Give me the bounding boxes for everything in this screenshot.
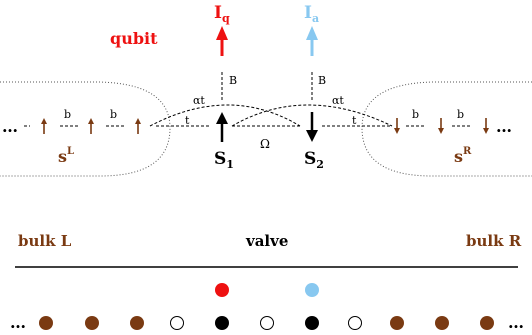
bulk-right-label: bulk R [466, 232, 522, 250]
sR-sup: R [463, 146, 472, 157]
Ia-label: Ia [304, 3, 319, 25]
sR-main: s [454, 147, 463, 166]
alpha-t-label-right: αt [332, 94, 344, 107]
spin-down-arrow-icon [394, 118, 400, 134]
qubit-label: qubit [110, 29, 158, 48]
chain-site-empty [260, 316, 274, 330]
chain-site-bulk [480, 316, 494, 330]
bulk-left-label: bulk L [18, 232, 72, 250]
valve-label: valve [245, 232, 288, 250]
ancilla-marker [305, 283, 319, 297]
chain-site-bulk [39, 316, 53, 330]
t-label-left: t [185, 114, 190, 127]
chain-ellipsis-left: … [10, 313, 26, 332]
chain-site-bulk [390, 316, 404, 330]
Iq-label: Iq [214, 3, 230, 25]
spin-up-arrow-icon [135, 118, 141, 134]
t-label-right: t [352, 114, 357, 127]
S1-label: S1 [214, 149, 234, 171]
S2-down-arrow-icon [306, 112, 318, 142]
Iq-sub: q [222, 12, 230, 25]
top-ellipsis-right: … [496, 117, 512, 136]
top-ellipsis-left: … [2, 117, 18, 136]
S1-main: S [214, 149, 226, 169]
chain-ellipsis-right: … [508, 313, 524, 332]
S2-sub: 2 [316, 158, 324, 171]
alpha-t-arc-right [231, 104, 393, 127]
spin-up-arrow-icon [88, 118, 94, 134]
b-label-left-1: b [64, 108, 71, 121]
chain-site-bulk [435, 316, 449, 330]
alpha-t-label-left: αt [193, 94, 205, 107]
omega-label: Ω [260, 137, 270, 151]
b-label-right-1: b [412, 108, 419, 121]
S2-main: S [304, 149, 316, 169]
b-label-right-2: b [457, 108, 464, 121]
Ia-main: I [304, 3, 312, 23]
qubit-marker [215, 283, 229, 297]
bulk-right-outline [361, 81, 532, 177]
S1-up-arrow-icon [216, 112, 228, 142]
chain-site-bulk [130, 316, 144, 330]
chain-site-empty [348, 316, 362, 330]
chain-site-valve [215, 316, 229, 330]
chain-site-bulk [85, 316, 99, 330]
Iq-arrow-icon [216, 26, 228, 56]
b-label-left-2: b [110, 108, 117, 121]
bulk-left-outline [0, 81, 171, 177]
Ia-sub: a [312, 12, 319, 25]
chain-site-valve [305, 316, 319, 330]
sL-sup: L [67, 146, 74, 157]
Iq-main: I [214, 3, 222, 23]
spin-up-arrow-icon [41, 118, 47, 134]
Ia-arrow-icon [306, 26, 318, 56]
sL-label: sL [58, 146, 74, 166]
spin-down-arrow-icon [438, 118, 444, 134]
alpha-t-arc-left [149, 104, 301, 127]
S1-sub: 1 [226, 158, 234, 171]
S2-label: S2 [304, 149, 324, 171]
B-label-left: B [229, 74, 237, 87]
B-label-right: B [318, 74, 326, 87]
sR-label: sR [454, 146, 472, 166]
sL-main: s [58, 147, 67, 166]
chain-site-empty [170, 316, 184, 330]
spin-down-arrow-icon [483, 118, 489, 134]
